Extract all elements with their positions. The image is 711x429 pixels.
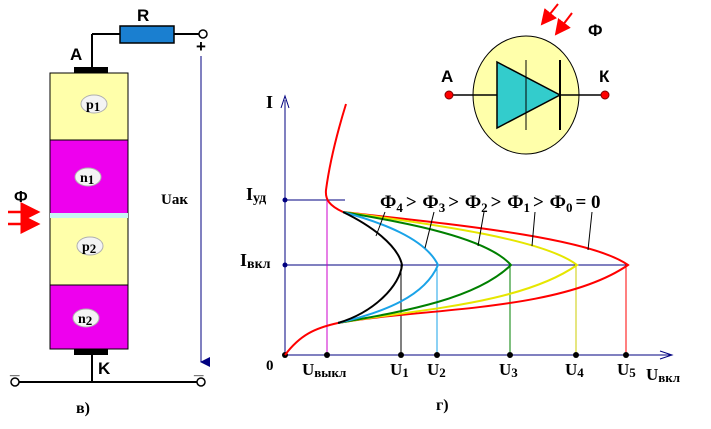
terminal-minus-right — [196, 377, 206, 387]
u5-tick — [623, 352, 629, 358]
thyristor-structure: p1 n1 p2 n2 Ф R A + K _ _ Uак в) — [8, 6, 210, 417]
iv-graph: I 0 Iуд Iвкл Uвыкл U1 U2 U3 U4 U5 Uвкл Ф… — [240, 92, 680, 414]
u2-tick — [434, 352, 440, 358]
pointer-phi4 — [375, 211, 386, 237]
svg-text:p2: p2 — [82, 240, 96, 256]
u1-tick — [398, 352, 404, 358]
symbol-flux-arrows — [540, 3, 573, 36]
symbol-cathode-dot — [600, 90, 610, 100]
cathode-contact — [74, 349, 108, 355]
cathode-label: K — [98, 359, 111, 378]
uvkl-label: Uвкл — [646, 365, 680, 385]
uvykl-label: Uвыкл — [302, 360, 346, 380]
curve-phi4 — [337, 211, 404, 324]
pointer-phi2 — [477, 211, 485, 247]
terminal-minus-left — [10, 377, 20, 387]
origin-label: 0 — [266, 358, 274, 374]
terminal-plus — [198, 29, 208, 39]
ivkl-tick — [282, 262, 288, 268]
minus-right: _ — [193, 359, 204, 378]
iud-label: Iуд — [246, 184, 266, 206]
pointer-phi0 — [587, 211, 593, 251]
anode-contact — [74, 67, 108, 73]
pointer-phi3 — [424, 211, 435, 249]
uvykl-tick — [324, 352, 330, 358]
layer-label-p1: p1 — [80, 94, 108, 114]
layer-label-n1: n1 — [74, 167, 102, 187]
curve-on-state — [324, 103, 347, 213]
y-axis-label: I — [266, 92, 273, 112]
svg-text:n1: n1 — [80, 171, 94, 187]
ivkl-label: Iвкл — [240, 250, 271, 272]
u1-label: U1 — [390, 360, 409, 380]
symbol-anode-label: А — [441, 67, 453, 86]
caption-v: в) — [76, 400, 90, 417]
u4-label: U4 — [565, 360, 584, 380]
symbol-triangle — [496, 60, 562, 130]
resistor-label: R — [137, 6, 149, 25]
svg-text:p1: p1 — [86, 98, 100, 114]
pointer-phi1 — [531, 211, 536, 247]
anode-label: A — [70, 45, 82, 64]
iud-tick — [282, 197, 288, 203]
flux-label: Ф — [14, 189, 28, 206]
symbol-flux-label: Ф — [588, 21, 603, 40]
u4-tick — [573, 352, 579, 358]
symbol-anode-dot — [444, 90, 454, 100]
curve-phi3 — [337, 211, 440, 324]
x-axis-arrow — [659, 350, 674, 360]
junction-highlight — [50, 213, 128, 218]
u3-label: U3 — [499, 360, 518, 380]
curve-phi1 — [337, 211, 579, 324]
u5-label: U5 — [617, 360, 636, 380]
layer-label-p2: p2 — [76, 236, 104, 256]
svg-text:n2: n2 — [78, 312, 92, 328]
caption-g: г) — [436, 397, 449, 414]
thyristor-symbol: Ф А К — [441, 3, 610, 155]
voltage-label: Uак — [161, 192, 188, 208]
plus-sign: + — [196, 37, 206, 56]
u3-tick — [507, 352, 513, 358]
u2-label: U2 — [427, 360, 446, 380]
symbol-cathode-label: К — [599, 67, 610, 86]
resistor — [119, 25, 175, 44]
layer-label-n2: n2 — [72, 308, 100, 328]
curve-base — [284, 322, 339, 356]
flux-order: Ф4> Ф3> Ф2> Ф1> Ф0= 0 — [380, 192, 601, 215]
flux-arrows — [8, 202, 41, 234]
y-axis-arrow — [280, 94, 290, 109]
curve-phi0 — [337, 211, 630, 324]
minus-left: _ — [9, 359, 20, 378]
curve-phi2 — [337, 211, 513, 324]
